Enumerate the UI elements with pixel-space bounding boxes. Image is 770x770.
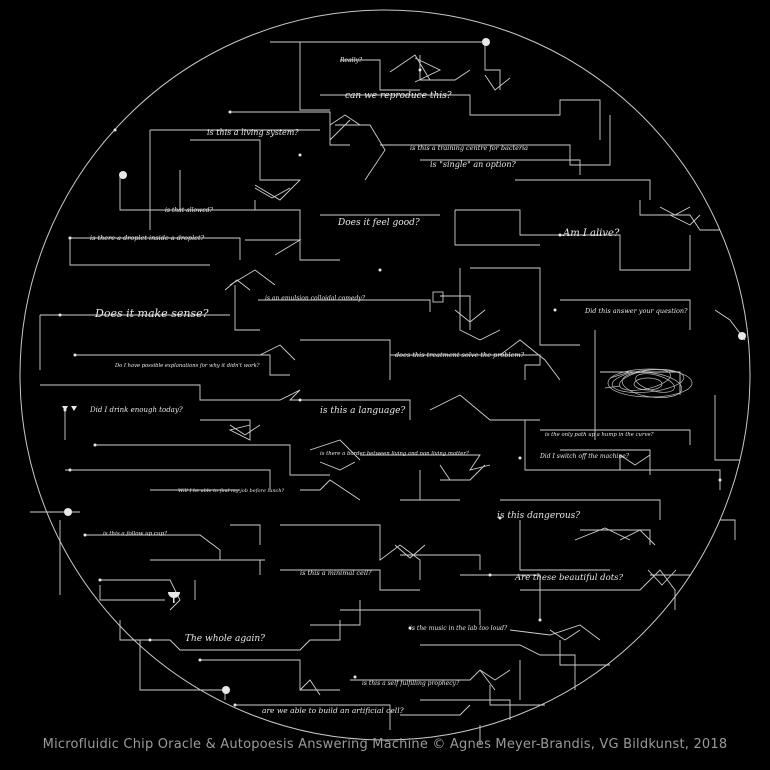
question-label: Did I switch off the machine? (539, 453, 630, 460)
question-label: Will I be able to find my job before lun… (178, 488, 285, 494)
question-label: is that allowed? (165, 207, 214, 214)
scribble-cluster (604, 368, 693, 398)
question-label: Am I alive? (562, 228, 620, 239)
question-label: Are these beautiful dots? (514, 573, 623, 583)
question-label: Did I drink enough today? (89, 406, 183, 414)
question-label: can we reproduce this? (345, 91, 452, 101)
question-labels: Really? can we reproduce this? is this a… (89, 57, 688, 715)
question-label: is this a living system? (207, 128, 299, 137)
question-label: is this dangerous? (497, 511, 580, 521)
wafer-outline (19, 9, 751, 741)
question-label: Do I have possible explanations for why … (114, 363, 260, 369)
question-label: Does it feel good? (337, 218, 420, 228)
question-label: is "single" an option? (430, 160, 516, 169)
branch-motifs (224, 57, 691, 681)
question-label: is there a droplet inside a droplet? (90, 234, 205, 242)
question-label: is there a border between living and non… (320, 451, 469, 457)
channel-nodes (58, 38, 746, 707)
question-label: is this a self fulfilling prophecy? (362, 680, 460, 687)
question-label: The whole again? (185, 634, 265, 644)
question-label: is this a follow up cup? (103, 531, 167, 537)
question-label: are we able to build an artificial cell? (262, 706, 405, 715)
question-label: is this a training centre for bacteria (410, 144, 528, 152)
question-label: is this a language? (320, 406, 405, 416)
question-label: Did this answer your question? (584, 307, 688, 315)
chip-box (432, 291, 444, 303)
question-label: does this treatment solve the problem? (395, 351, 525, 359)
cup-icon (168, 592, 180, 603)
question-label: is an emulsion colloidal comedy? (265, 295, 366, 302)
credit-caption: Microfluidic Chip Oracle & Autopoesis An… (42, 737, 728, 752)
question-label: is this a minimal cell? (300, 569, 372, 577)
channel-network (30, 41, 746, 745)
question-label: Really? (339, 57, 363, 64)
glasses-icon (62, 406, 77, 411)
question-label: Does it make sense? (94, 307, 209, 320)
question-label: is the music in the lab too loud? (410, 625, 508, 632)
question-label: is the only path up a hump in the curve? (545, 432, 654, 438)
